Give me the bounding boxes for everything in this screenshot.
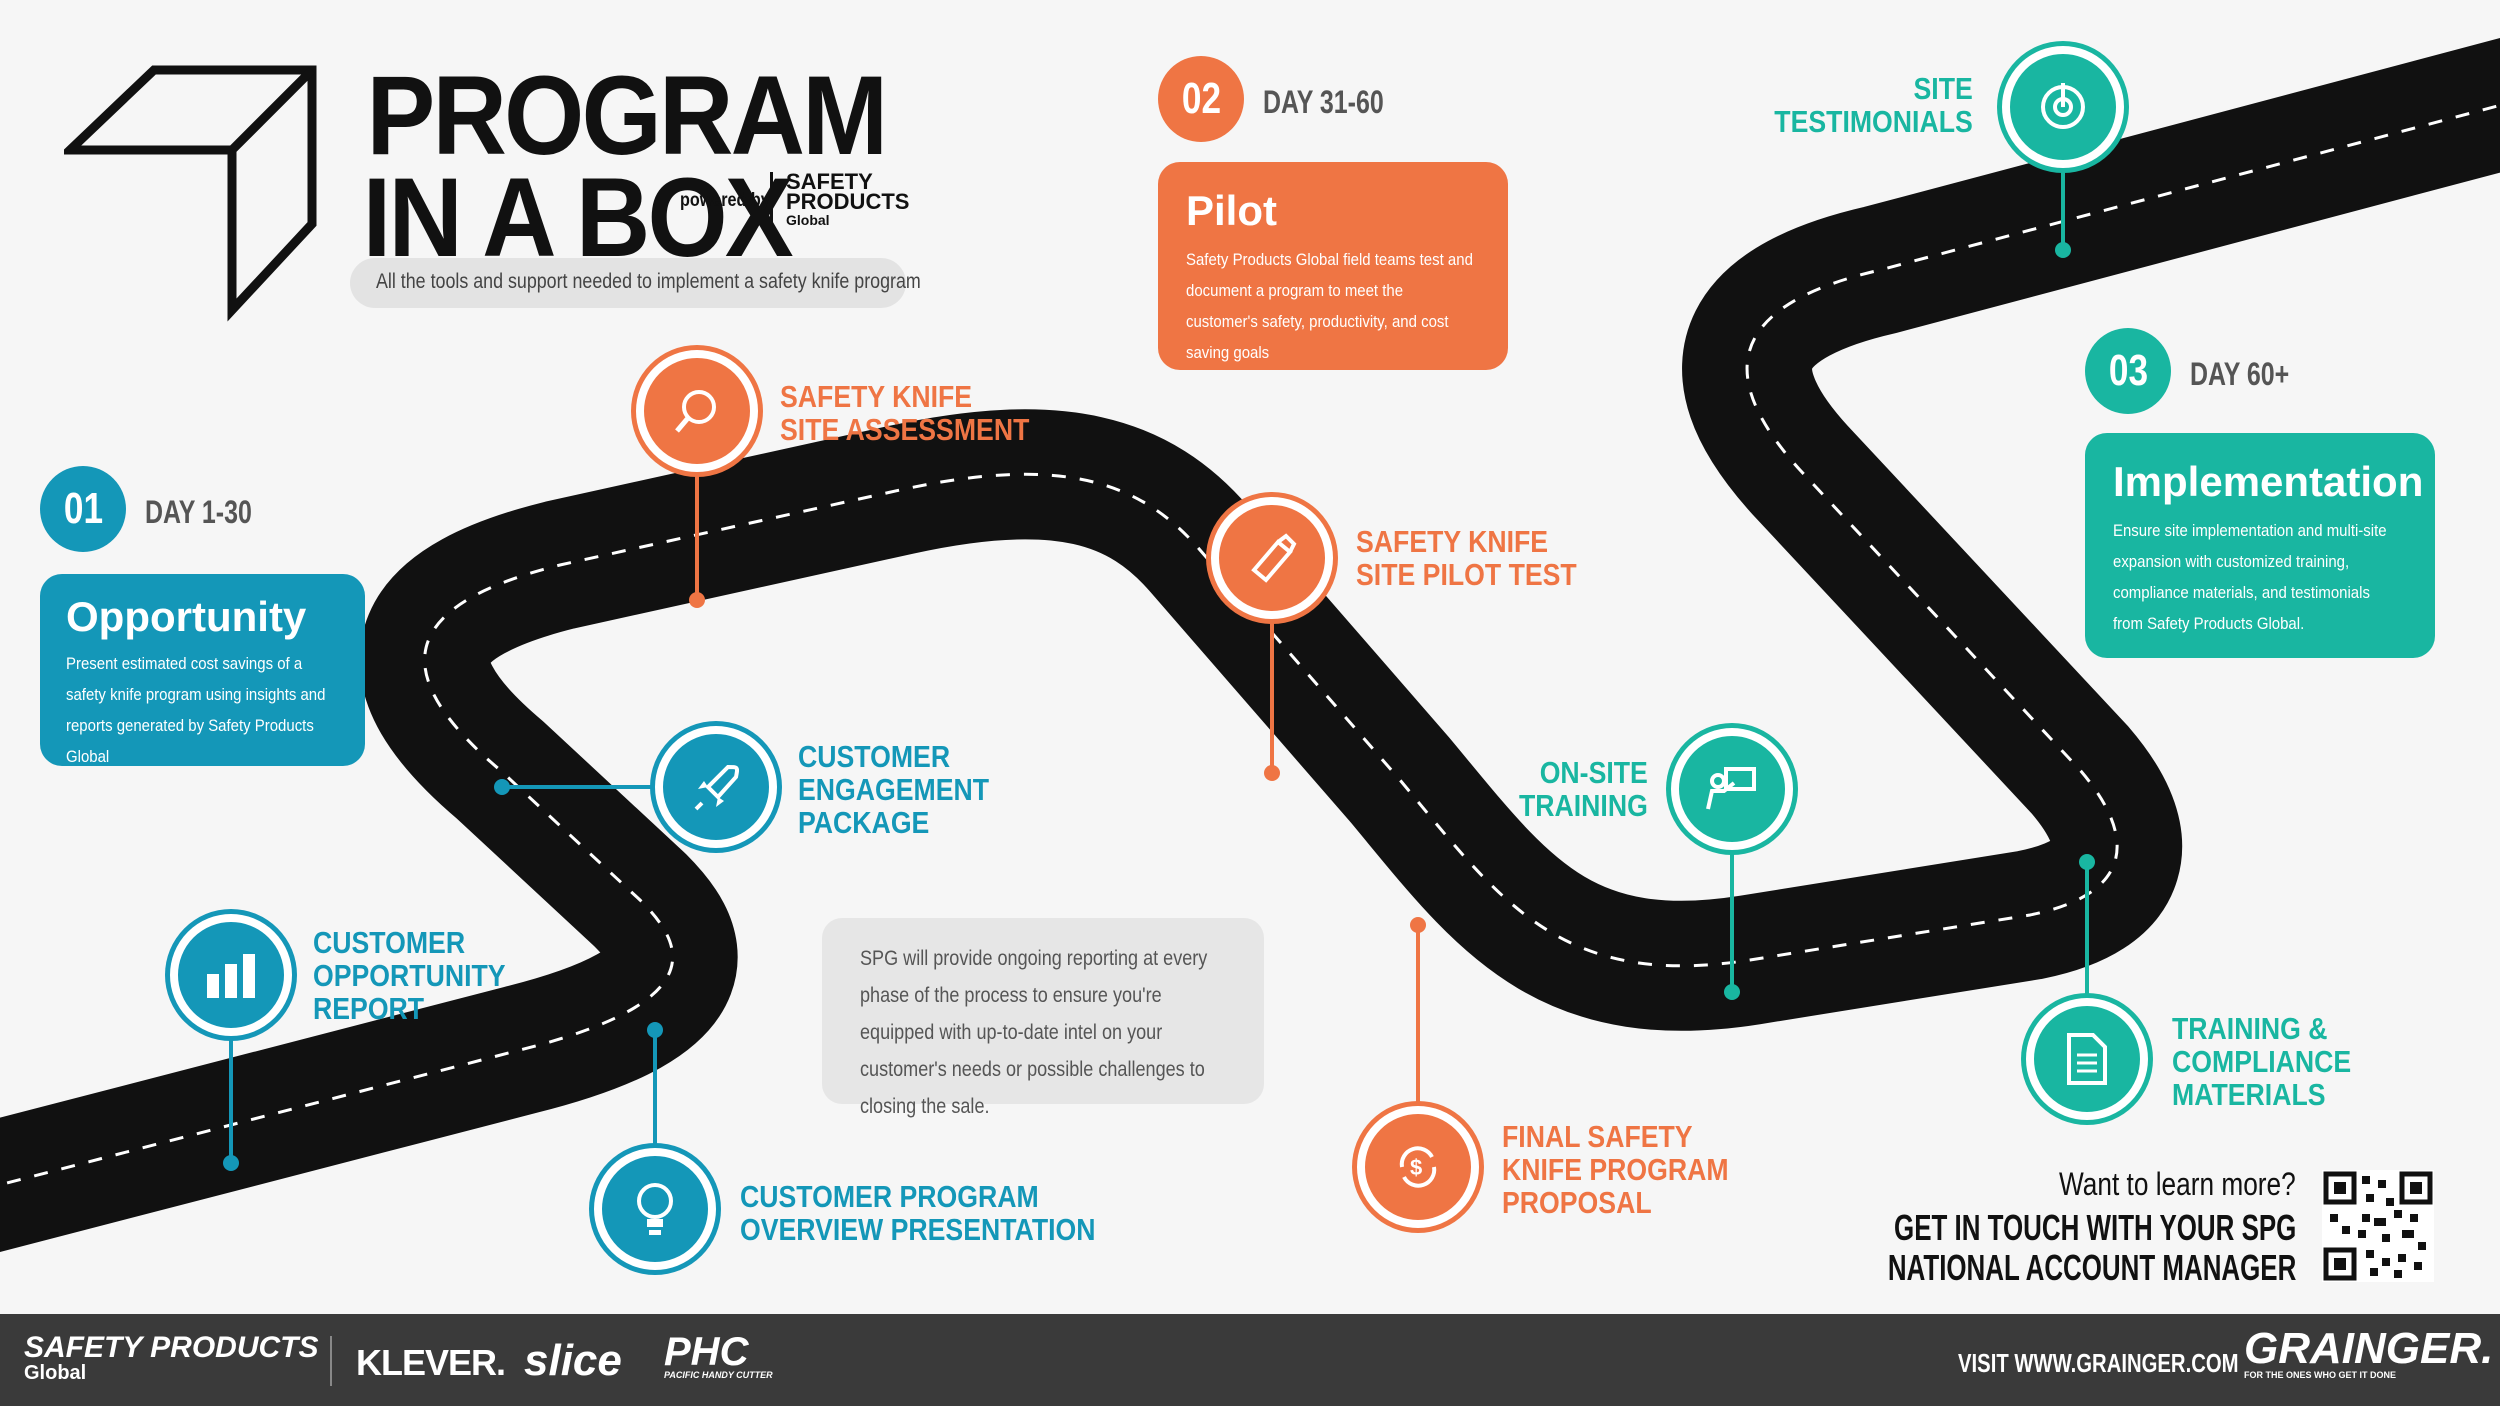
brand-divider	[770, 172, 773, 232]
phase-1-day: DAY 1-30	[145, 494, 252, 530]
tagline: All the tools and support needed to impl…	[376, 270, 921, 293]
phase-3-number: 03	[2085, 328, 2171, 414]
dollar-cycle-icon: $	[1357, 1106, 1479, 1228]
box-logo-icon	[64, 65, 317, 322]
title-line-1: PROGRAM	[366, 53, 889, 178]
footer-divider	[330, 1336, 332, 1386]
phase-2-title: Pilot	[1186, 187, 1277, 234]
document-icon	[2026, 998, 2148, 1120]
reporting-note-box	[822, 918, 1264, 1104]
footer-brand-spg[interactable]: SAFETY PRODUCTS Global	[24, 1331, 319, 1385]
phase-3-text: Ensure site implementation and multi-sit…	[2113, 521, 2387, 634]
footer-brand-phc[interactable]: PHC PACIFIC HANDY CUTTER	[664, 1330, 773, 1380]
phase-1-card: Opportunity Present estimated cost savin…	[40, 574, 365, 766]
phase-3-day: DAY 60+	[2190, 356, 2290, 392]
knife-icon	[1211, 497, 1333, 619]
rocket-icon	[655, 726, 777, 848]
powered-by: powered by	[680, 190, 770, 211]
lightbulb-icon	[594, 1148, 716, 1270]
phase-1-title: Opportunity	[66, 593, 307, 640]
reporting-note: SPG will provide ongoing reporting at ev…	[860, 947, 1208, 1118]
footer-partner-grainger[interactable]: GRAINGER. FOR THE ONES WHO GET IT DONE	[2244, 1324, 2494, 1381]
road-center-line	[0, 103, 2500, 1187]
phase-2-number: 02	[1158, 56, 1244, 142]
target-icon	[2002, 46, 2124, 168]
search-icon	[636, 350, 758, 472]
title-line-2: IN A BOX	[362, 155, 794, 280]
footer-brand-slice[interactable]: slice	[524, 1336, 622, 1385]
cta-question: Want to learn more?	[2059, 1166, 2296, 1202]
phase-2-day: DAY 31-60	[1263, 84, 1384, 120]
phase-2-text: Safety Products Global field teams test …	[1186, 250, 1473, 363]
phase-1-text: Present estimated cost savings of a safe…	[66, 654, 326, 767]
header-brand: SAFETY PRODUCTS Global	[786, 169, 910, 229]
footer-bar: SAFETY PRODUCTS Global KLEVER. slice PHC…	[0, 1314, 2500, 1406]
phase-3-title: Implementation	[2113, 458, 2424, 505]
svg-text:$: $	[1410, 1155, 1422, 1180]
presenter-icon	[1671, 728, 1793, 850]
phase-2-card: Pilot Safety Products Global field teams…	[1158, 162, 1508, 370]
footer-brand-klever[interactable]: KLEVER.	[356, 1342, 506, 1383]
bar-chart-icon	[170, 914, 292, 1036]
phase-3-card: Implementation Ensure site implementatio…	[2085, 433, 2435, 658]
footer-url-link[interactable]: VISIT WWW.GRAINGER.COM	[1958, 1348, 2239, 1378]
tagline-pill	[350, 258, 906, 308]
phase-1-number: 01	[40, 466, 126, 552]
qr-code-icon[interactable]	[2322, 1170, 2434, 1282]
